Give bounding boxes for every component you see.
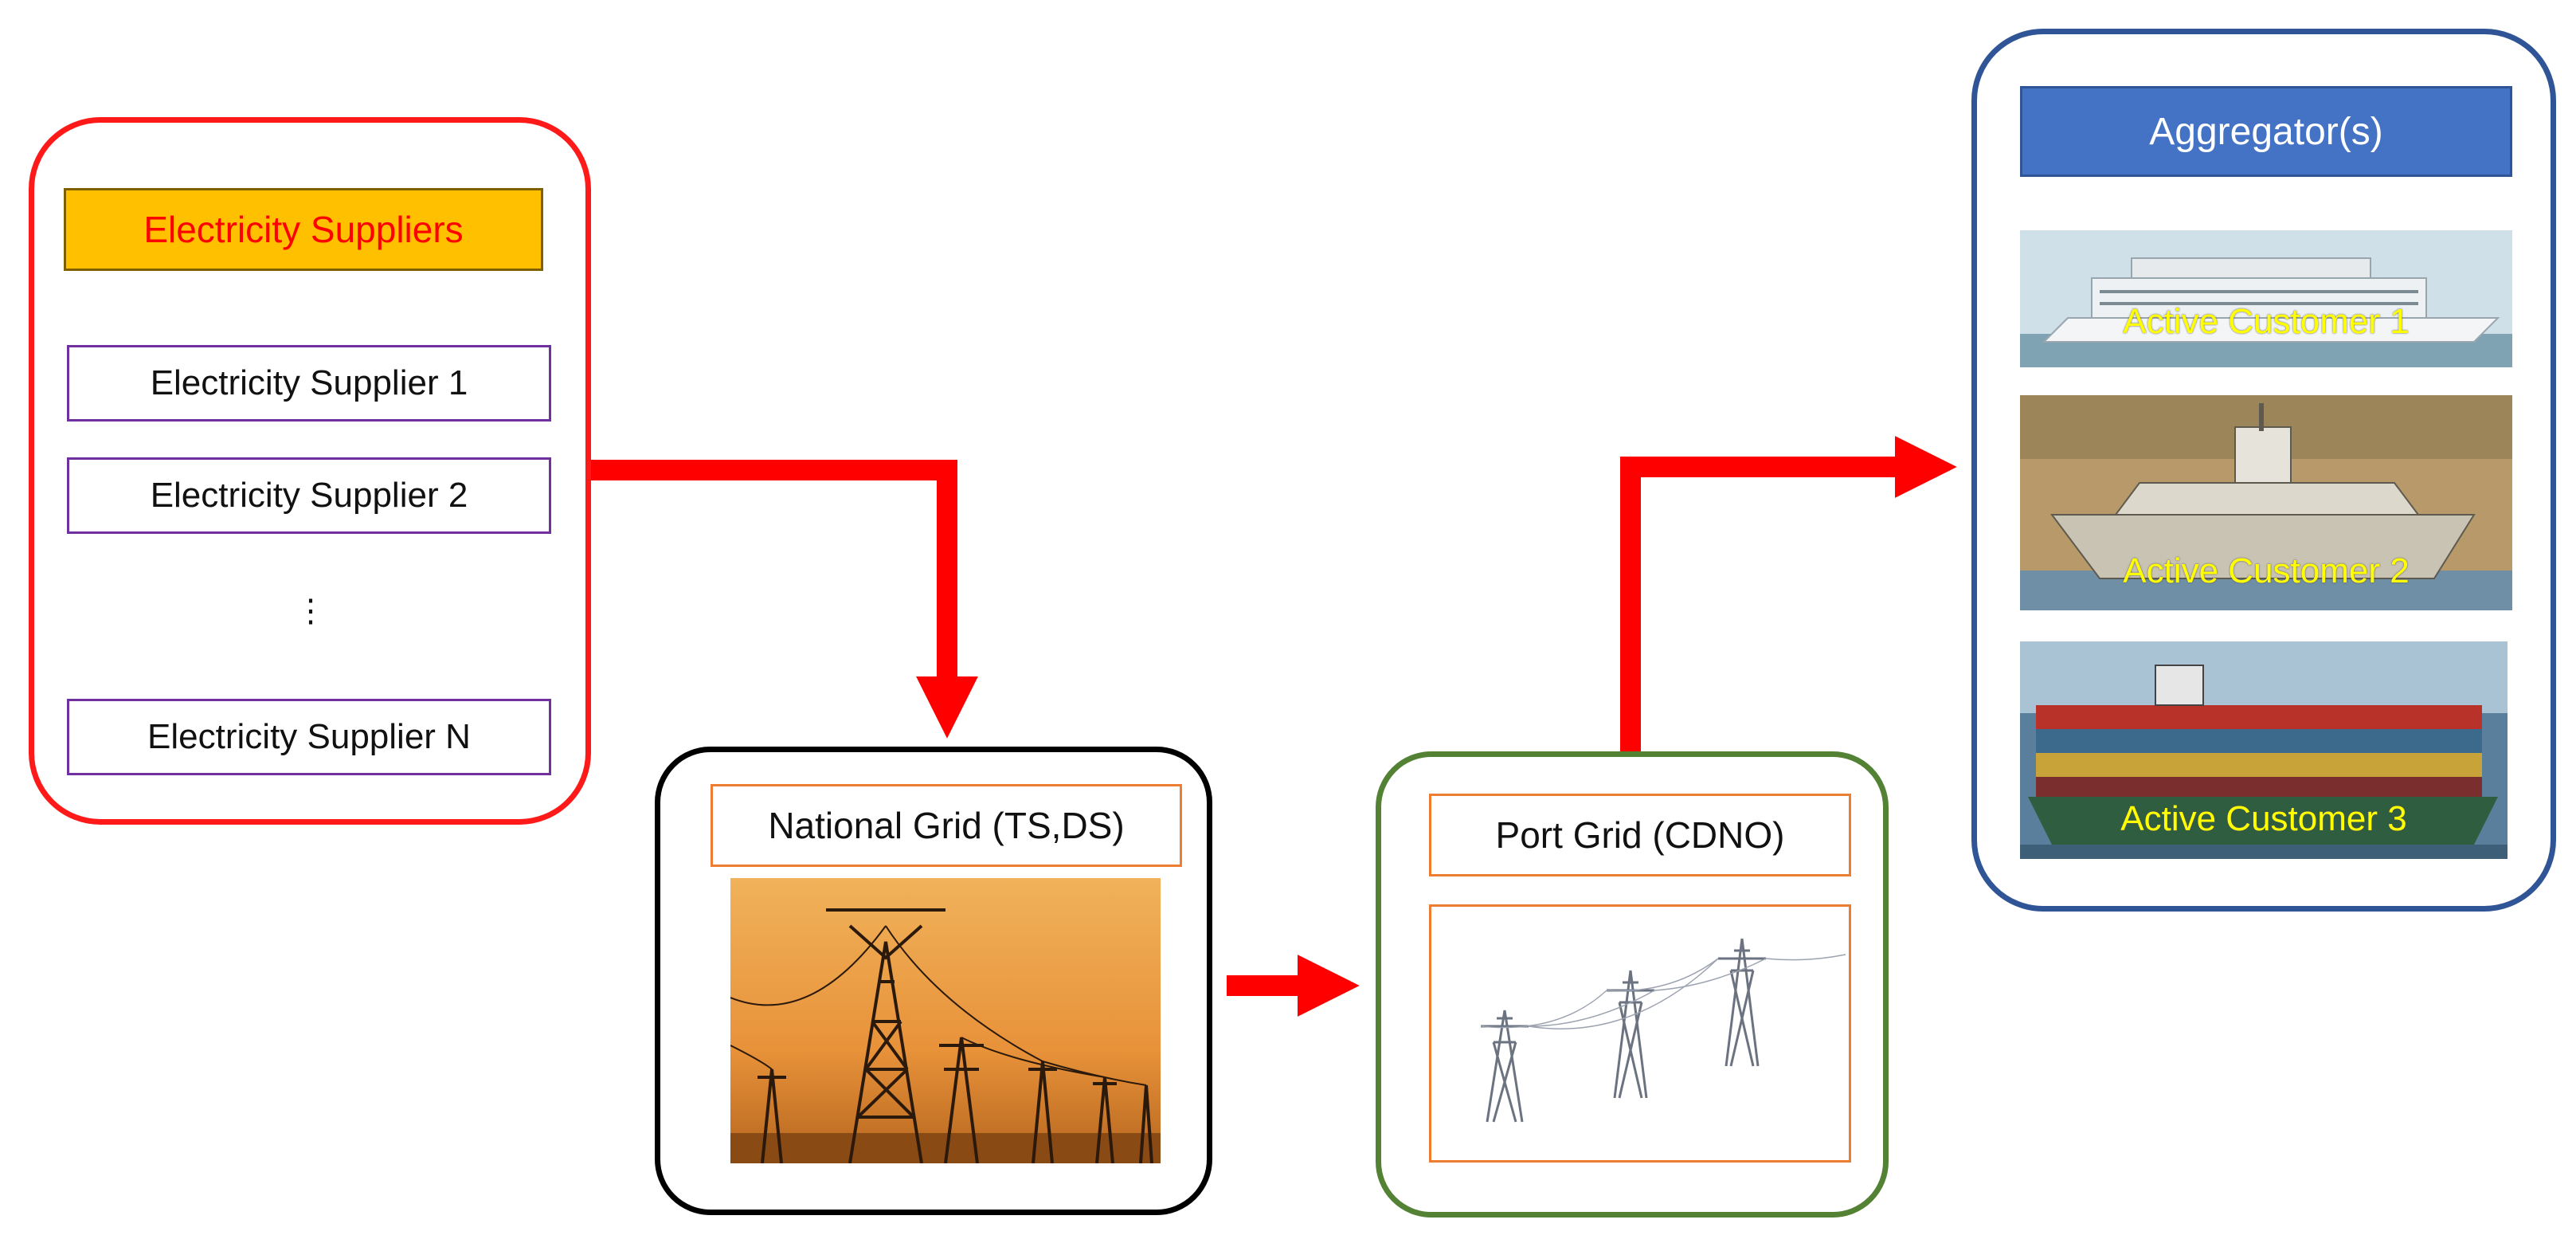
port-grid-title: Port Grid (CDNO) [1429, 794, 1851, 876]
active-customer-1-card: Active Customer 1 [2020, 230, 2512, 367]
supplier-item-2: Electricity Supplier 2 [67, 457, 551, 534]
pylons-sunset-image [730, 878, 1161, 1163]
active-customer-3-label: Active Customer 3 [2120, 799, 2407, 838]
supplier-item-n: Electricity Supplier N [67, 699, 551, 775]
active-customer-3-card: Active Customer 3 [2020, 641, 2507, 859]
supplier-item-1: Electricity Supplier 1 [67, 345, 551, 422]
catamaran-ship-image [2020, 395, 2512, 610]
port-grid-image-frame [1429, 904, 1851, 1163]
suppliers-title: Electricity Suppliers [64, 188, 543, 271]
active-customer-1-label: Active Customer 1 [2123, 302, 2410, 341]
transmission-towers-image [1480, 938, 1846, 1123]
arrow-suppliers-to-national [591, 460, 978, 739]
cruise-ship-image [2020, 230, 2512, 367]
aggregator-title: Aggregator(s) [2020, 86, 2512, 177]
active-customer-2-card: Active Customer 2 [2020, 395, 2512, 610]
national-grid-title: National Grid (TS,DS) [711, 784, 1182, 867]
container-ship-image [2020, 641, 2507, 859]
arrow-port-to-aggregator [1620, 436, 1957, 751]
ellipsis-vertical: ⋮ [295, 594, 327, 629]
active-customer-2-label: Active Customer 2 [2123, 551, 2410, 590]
